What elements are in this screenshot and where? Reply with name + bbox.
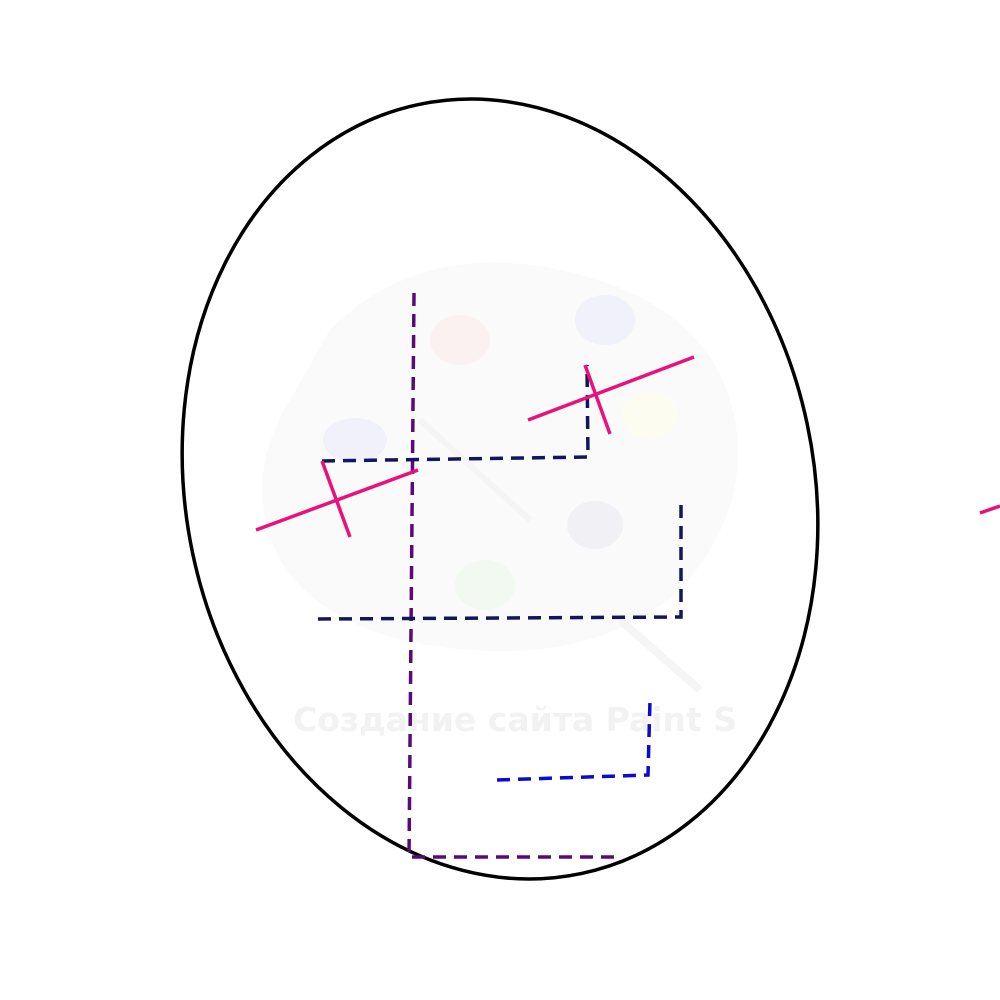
- pink-line-fragment-edge: [979, 504, 1000, 515]
- purple-dashed-path: [407, 292, 618, 859]
- blue-dashed-path: [496, 699, 652, 782]
- outer-ellipse: [180, 97, 820, 881]
- palette-watermark: [262, 262, 739, 694]
- navy-dashed-path-lower: [317, 500, 683, 621]
- pink-cross-marker-left: [255, 460, 419, 538]
- watermark-text: Создание сайта Paint S: [293, 700, 737, 739]
- pink-cross-marker-right: [527, 355, 695, 435]
